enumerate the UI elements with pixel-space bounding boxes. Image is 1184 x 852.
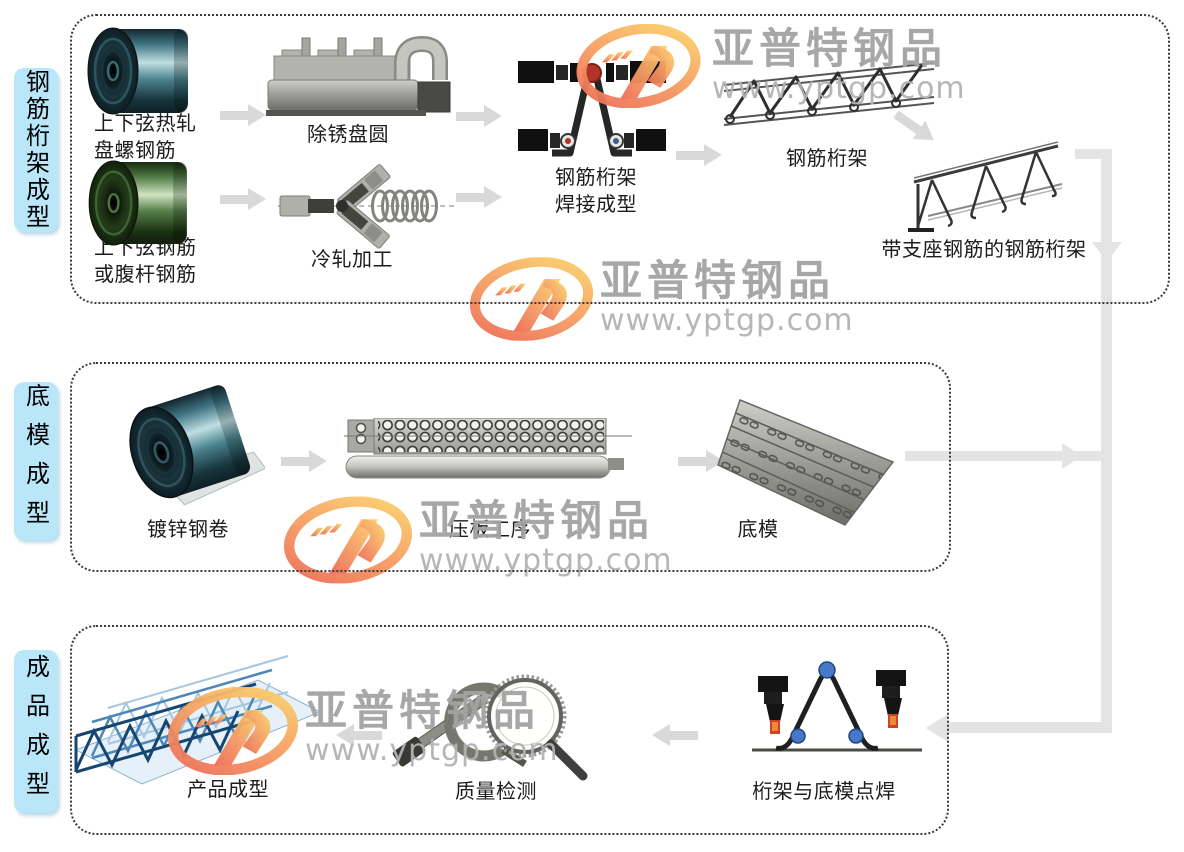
watermark-url: www.yptgp.com [600, 303, 854, 338]
connector-down-arrowhead-icon [1092, 242, 1122, 262]
arrow-right-icon [676, 144, 722, 166]
watermark-brand: 亚普特钢品 [305, 686, 541, 735]
caption-truss-welding: 钢筋桁架 焊接成型 [555, 165, 637, 216]
watermark-url: www.yptgp.com [305, 733, 559, 768]
finished-product-image [72, 650, 324, 788]
caption-steel-truss: 钢筋桁架 [786, 146, 868, 170]
brand-logo-icon [282, 496, 414, 584]
cold-rolling-machine-image [278, 160, 456, 252]
hot-rolled-coil-image [86, 27, 192, 115]
pressing-machine-image [344, 418, 632, 482]
arrow-right-icon [456, 186, 502, 208]
caption-hot-rolled-coil: 上下弦热轧 盘螺钢筋 [94, 111, 197, 162]
watermark: 亚普特钢品 www.yptgp.com [570, 24, 966, 108]
connector-bottom-horizontal [948, 722, 1112, 733]
connector-left-arrowhead-icon [926, 714, 948, 742]
caption-web-bar-coil: 上下弦钢筋 或腹杆钢筋 [94, 235, 197, 286]
brand-logo-icon [166, 686, 300, 776]
truss-with-supports-image [898, 138, 1073, 238]
watermark-brand: 亚普特钢品 [419, 496, 655, 545]
section-label-finished-product: 成品成型 [14, 650, 58, 813]
connector-right-arrowhead-icon [1062, 443, 1082, 469]
brand-logo-icon [570, 24, 707, 108]
arrow-right-icon [220, 188, 266, 210]
watermark: 亚普特钢品 www.yptgp.com [166, 686, 559, 776]
quality-inspection-image [383, 672, 591, 784]
arrow-right-icon [220, 104, 266, 126]
caption-spot-welding: 桁架与底模点焊 [752, 779, 896, 803]
bottom-mold-plate-image [713, 396, 895, 528]
watermark-brand: 亚普特钢品 [712, 24, 948, 73]
watermark: 亚普特钢品 www.yptgp.com [468, 256, 854, 342]
connector-vertical [1101, 149, 1112, 733]
arrow-right-icon [281, 450, 327, 472]
caption-cold-rolling: 冷轧加工 [311, 247, 393, 271]
arrow-right-icon [456, 105, 502, 127]
caption-galvanized-coil: 镀锌钢卷 [147, 517, 229, 541]
watermark-url: www.yptgp.com [712, 71, 966, 106]
connector-top-horizontal [1075, 149, 1107, 159]
spot-welding-image [750, 650, 928, 768]
steel-truss-image [720, 55, 938, 140]
section-label-text: 底模成型 [21, 383, 50, 539]
arrow-left-icon [652, 724, 698, 746]
section-label-text: 成品成型 [21, 653, 50, 810]
watermark-brand: 亚普特钢品 [600, 256, 836, 305]
section-label-bottom-mold: 底模成型 [14, 382, 58, 540]
galvanized-coil-image [110, 383, 265, 515]
caption-finished-product: 产品成型 [187, 777, 269, 801]
watermark: 亚普特钢品 www.yptgp.com [282, 496, 673, 584]
connector-mid-horizontal [905, 451, 1101, 461]
web-bar-coil-image [86, 160, 192, 246]
caption-bottom-mold: 底模 [737, 517, 779, 541]
watermark-url: www.yptgp.com [419, 543, 673, 578]
caption-pressing: 压板工序 [449, 517, 531, 541]
derusting-machine-image [266, 30, 452, 128]
section-label-text: 钢筋桁架成型 [21, 69, 50, 231]
caption-quality-inspection: 质量检测 [455, 779, 537, 803]
brand-logo-icon [468, 256, 595, 342]
caption-truss-with-supports: 带支座钢筋的钢筋桁架 [881, 237, 1087, 261]
caption-derusting: 除锈盘圆 [307, 122, 389, 146]
section-label-truss-forming: 钢筋桁架成型 [14, 68, 58, 232]
